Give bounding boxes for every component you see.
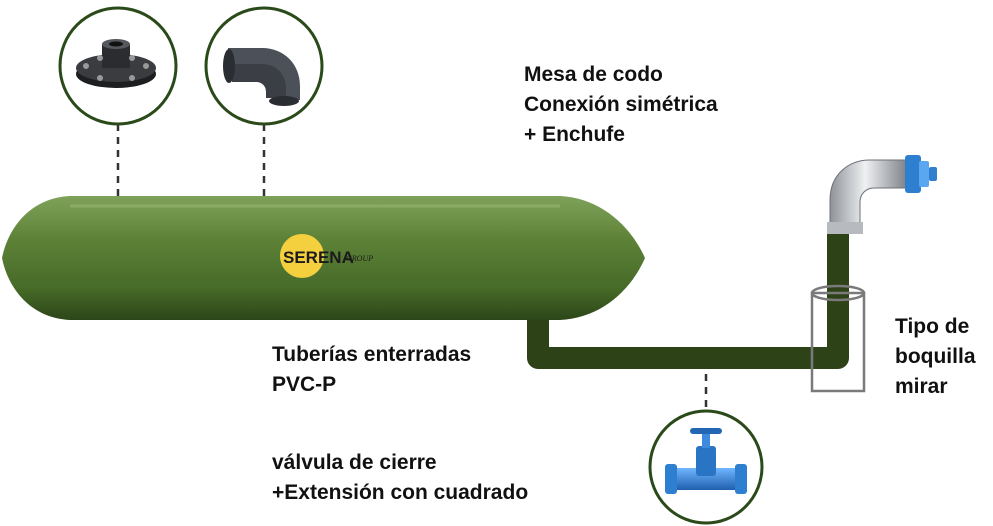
elbow-connection-label: Mesa de codo Conexión simétrica + Enchuf…	[524, 60, 718, 150]
label-line: PVC-P	[272, 373, 337, 396]
gate-valve-icon	[648, 409, 764, 525]
logo-brand: SERENA	[283, 248, 354, 267]
flange-icon	[58, 6, 178, 126]
pvc-elbow-icon	[204, 6, 324, 126]
nozzle-sleeve	[810, 284, 866, 393]
label-line: Tipo de	[895, 315, 970, 338]
nozzle-type-label: Tipo de boquilla mirar	[895, 312, 976, 402]
label-line: Mesa de codo	[524, 63, 663, 86]
label-line: Conexión simétrica	[524, 93, 718, 116]
label-line: Tuberías enterradas	[272, 343, 472, 366]
metal-elbow-nozzle-icon	[827, 155, 937, 234]
logo-suffix: GROUP	[346, 254, 373, 263]
label-line: + Enchufe	[524, 123, 625, 146]
serena-logo: SERENA GROUP	[280, 234, 373, 278]
label-line: +Extensión con cuadrado	[272, 481, 529, 504]
label-line: válvula de cierre	[272, 451, 437, 474]
buried-pipe	[527, 232, 849, 369]
shutoff-valve-label: válvula de cierre +Extensión con cuadrad…	[272, 448, 528, 508]
label-line: boquilla	[895, 345, 976, 368]
label-line: mirar	[895, 375, 948, 398]
logo-circle	[280, 234, 324, 278]
buried-pipes-label: Tuberías enterradas PVC-P	[272, 340, 471, 400]
